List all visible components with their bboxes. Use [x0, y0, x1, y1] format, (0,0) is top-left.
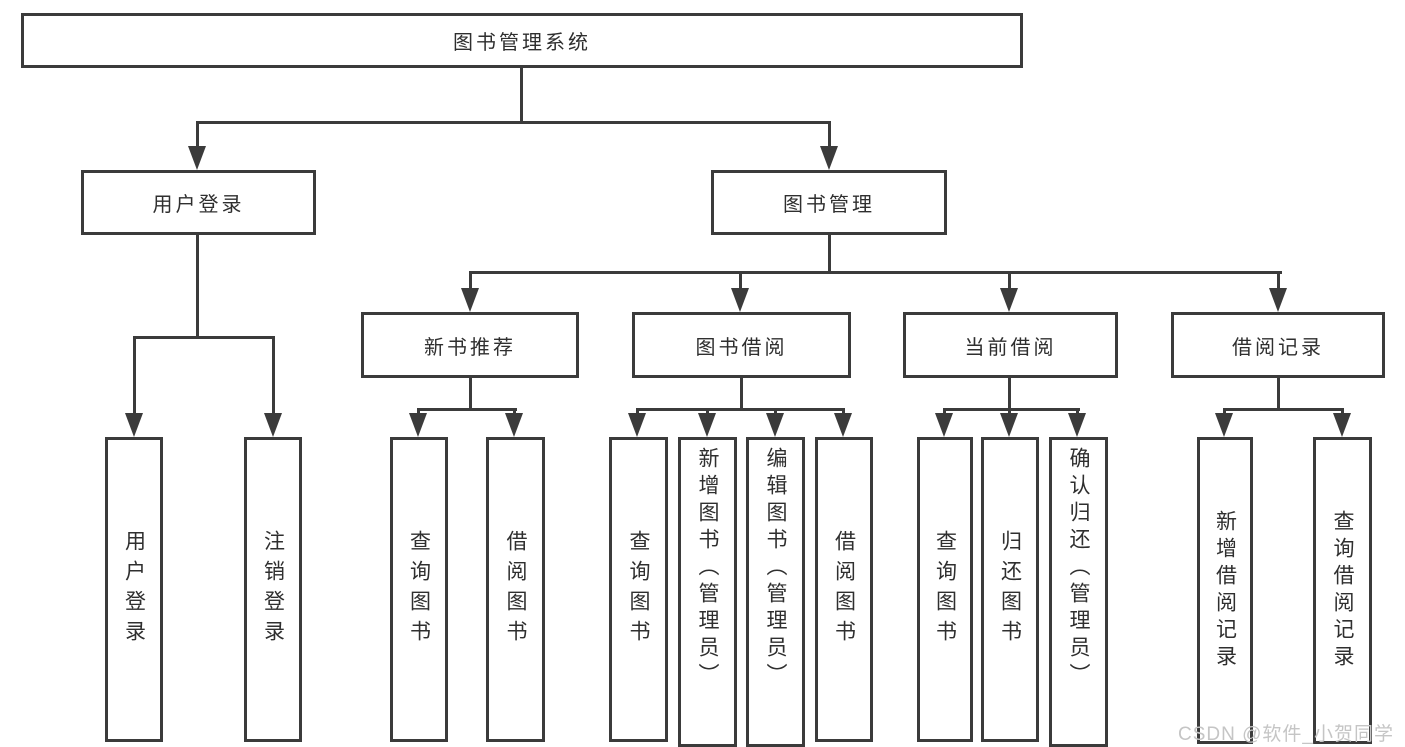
- node-label: 图书管理系统: [453, 32, 591, 54]
- node-label: 确认归还（管理员）: [1067, 447, 1090, 690]
- connector-to-leaf-user-login: [133, 336, 136, 416]
- connector-to-user-login: [196, 121, 199, 149]
- connector-to-cb-return: [1008, 408, 1011, 417]
- node-leaf-nb-borrow: 借阅图书: [486, 437, 545, 742]
- node-leaf-bb-add: 新增图书（管理员）: [678, 437, 737, 747]
- arrow-to-bb-edit: [766, 413, 784, 437]
- node-label: 借阅图书: [504, 529, 527, 650]
- arrow-to-leaf-logout: [264, 413, 282, 437]
- connector-to-bb-query: [636, 408, 639, 417]
- arrow-to-new-book-rec: [461, 288, 479, 312]
- node-label: 图书借阅: [695, 336, 788, 359]
- node-user-login: 用户登录: [81, 170, 316, 235]
- node-label: 当前借阅: [964, 336, 1057, 359]
- node-leaf-logout: 注销登录: [244, 437, 302, 742]
- connector-to-current-borrow: [1008, 271, 1011, 290]
- node-leaf-bb-edit: 编辑图书（管理员）: [746, 437, 805, 747]
- node-label: 查询图书: [407, 529, 431, 650]
- connector-borrow-record-branch: [1223, 408, 1344, 411]
- node-label: 用户登录: [152, 194, 245, 216]
- arrow-to-user-login: [188, 146, 206, 170]
- connector-to-bb-add: [706, 408, 709, 417]
- arrow-to-bb-query: [628, 413, 646, 437]
- arrow-to-borrow-record: [1269, 288, 1287, 312]
- node-book-borrow: 图书借阅: [632, 312, 851, 378]
- connector-to-nb-borrow: [513, 408, 516, 417]
- connector-to-cb-query: [943, 408, 946, 417]
- connector-to-book-mgmt: [828, 121, 831, 149]
- connector-new-book-stem: [469, 378, 472, 408]
- node-label: 新增借阅记录: [1213, 509, 1237, 672]
- node-leaf-nb-query: 查询图书: [390, 437, 448, 742]
- node-label: 借阅图书: [832, 529, 856, 650]
- connector-root-stem: [520, 68, 523, 121]
- node-label: 编辑图书（管理员）: [764, 447, 787, 690]
- node-book-mgmt: 图书管理: [711, 170, 947, 235]
- connector-level2-branch: [196, 121, 831, 124]
- arrow-to-cb-confirm: [1068, 413, 1086, 437]
- node-leaf-br-query: 查询借阅记录: [1313, 437, 1372, 744]
- connector-to-bb-borrow: [842, 408, 845, 417]
- connector-to-borrow-record: [1277, 271, 1280, 290]
- node-root-system: 图书管理系统: [21, 13, 1023, 68]
- connector-to-br-query: [1341, 408, 1344, 417]
- arrow-to-bb-add: [698, 413, 716, 437]
- arrow-to-leaf-user-login: [125, 413, 143, 437]
- node-new-book-rec: 新书推荐: [361, 312, 579, 378]
- node-label: 查询图书: [933, 529, 957, 650]
- node-label: 新增图书（管理员）: [696, 447, 719, 690]
- node-label: 查询图书: [627, 529, 650, 650]
- arrow-to-bb-borrow: [834, 413, 852, 437]
- node-borrow-record: 借阅记录: [1171, 312, 1385, 378]
- connector-borrow-record-stem: [1277, 378, 1280, 408]
- connector-level3-branch: [469, 271, 1282, 274]
- connector-to-book-borrow: [739, 271, 742, 290]
- node-current-borrow: 当前借阅: [903, 312, 1118, 378]
- node-leaf-bb-borrow: 借阅图书: [815, 437, 873, 742]
- node-label: 图书管理: [783, 194, 875, 216]
- node-label: 归还图书: [998, 529, 1022, 650]
- arrow-to-book-mgmt: [820, 146, 838, 170]
- node-leaf-user-login: 用户登录: [105, 437, 163, 742]
- node-label: 注销登录: [261, 529, 285, 650]
- connector-book-borrow-branch: [636, 408, 845, 411]
- arrow-to-br-add: [1215, 413, 1233, 437]
- node-leaf-br-add: 新增借阅记录: [1197, 437, 1253, 744]
- csdn-watermark: CSDN @软件_小贺同学: [1178, 724, 1394, 745]
- node-label: 用户登录: [122, 529, 146, 650]
- connector-to-nb-query: [417, 408, 420, 417]
- connector-to-cb-confirm: [1076, 408, 1079, 417]
- node-leaf-bb-query: 查询图书: [609, 437, 668, 742]
- connector-new-book-branch: [417, 408, 517, 411]
- connector-to-new-book-rec: [469, 271, 472, 290]
- node-leaf-cb-query: 查询图书: [917, 437, 973, 742]
- connector-to-leaf-logout: [272, 336, 275, 416]
- connector-user-login-stem: [196, 235, 199, 336]
- connector-to-br-add: [1223, 408, 1226, 417]
- node-leaf-cb-return: 归还图书: [981, 437, 1039, 742]
- node-leaf-cb-confirm: 确认归还（管理员）: [1049, 437, 1108, 747]
- arrow-to-book-borrow: [731, 288, 749, 312]
- node-label: 新书推荐: [424, 336, 516, 359]
- connector-book-borrow-stem: [740, 378, 743, 408]
- connector-book-mgmt-stem: [828, 235, 831, 271]
- connector-to-bb-edit: [774, 408, 777, 417]
- arrow-to-cb-return: [1000, 413, 1018, 437]
- arrow-to-cb-query: [935, 413, 953, 437]
- arrow-to-nb-borrow: [505, 413, 523, 437]
- arrow-to-current-borrow: [1000, 288, 1018, 312]
- connector-current-borrow-branch: [943, 408, 1080, 411]
- connector-user-login-branch: [133, 336, 275, 339]
- arrow-to-br-query: [1333, 413, 1351, 437]
- node-label: 借阅记录: [1232, 336, 1324, 359]
- node-label: 查询借阅记录: [1331, 509, 1354, 672]
- connector-current-borrow-stem: [1008, 378, 1011, 408]
- arrow-to-nb-query: [409, 413, 427, 437]
